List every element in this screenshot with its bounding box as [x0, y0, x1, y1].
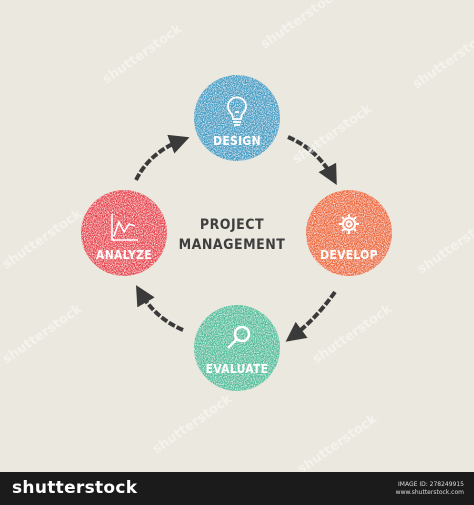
- line-chart-icon: [111, 214, 138, 241]
- magnifier-icon: [227, 325, 251, 349]
- design-label: DESIGN: [213, 134, 261, 148]
- arrow-evaluate-to-analyze: [136, 285, 184, 332]
- develop-label: DEVELOP: [320, 248, 378, 262]
- cycle-diagram: [81, 75, 392, 391]
- image-id: IMAGE ID: 278249915: [398, 481, 464, 488]
- evaluate-node: [194, 305, 280, 391]
- shutterstock-logo: shutterstock: [12, 478, 138, 498]
- diagram-title-line1: PROJECT: [199, 217, 265, 233]
- site-url: www.shutterstock.com: [395, 489, 464, 496]
- lightbulb-icon: [227, 96, 247, 126]
- analyze-label: ANALYZE: [96, 248, 152, 262]
- design-node: [194, 75, 280, 161]
- arrow-analyze-to-design: [134, 134, 190, 181]
- arrow-develop-to-evaluate: [285, 290, 337, 342]
- gear-icon: [339, 214, 359, 234]
- evaluate-label: EVALUATE: [205, 362, 269, 376]
- diagram-canvas: shutterstock shutterstock shutterstock s…: [0, 0, 474, 477]
- arrow-design-to-develop: [287, 135, 337, 186]
- diagram-title-line2: MANAGEMENT: [178, 237, 286, 253]
- footer-bar: shutterstock IMAGE ID: 278249915 www.shu…: [0, 472, 474, 505]
- image-id-info: IMAGE ID: 278249915 www.shutterstock.com: [396, 481, 464, 497]
